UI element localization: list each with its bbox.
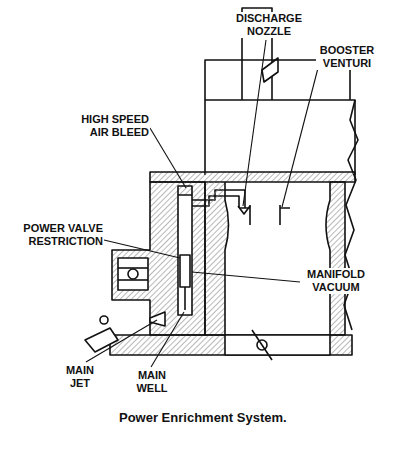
part-label: POWER VALVE RESTRICTION	[20, 222, 104, 248]
part-label: MAIN JET	[60, 364, 100, 390]
figure-caption: Power Enrichment System.	[119, 410, 287, 426]
part-label: MANIFOLD VACUUM	[302, 268, 370, 294]
part-label: BOOSTER VENTURI	[316, 44, 378, 70]
part-label: MAIN WELL	[130, 369, 174, 395]
part-label: DISCHARGE NOZZLE	[232, 12, 306, 38]
part-label: HIGH SPEED AIR BLEED	[74, 113, 150, 139]
